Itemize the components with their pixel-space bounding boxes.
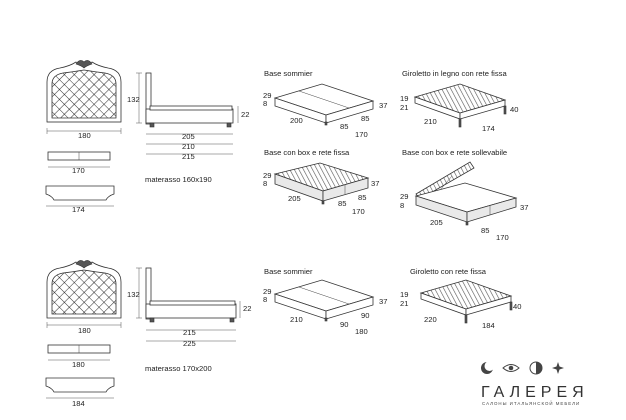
dim-len: 220 bbox=[424, 315, 437, 324]
dim-w1: 85 bbox=[340, 122, 348, 131]
dim-total: 170 bbox=[496, 233, 509, 242]
variant-base-sommier-2: Base sommier 29 8 37 210 90 90 180 bbox=[263, 267, 387, 336]
dim-h1: 29 bbox=[263, 171, 271, 180]
dim-h2: 8 bbox=[263, 179, 267, 188]
dim-total: 174 bbox=[482, 124, 495, 133]
dim-w1: 85 bbox=[481, 226, 489, 235]
side-len-b-label: 210 bbox=[182, 142, 195, 151]
side-height-label: 132 bbox=[127, 95, 140, 104]
dim-len: 205 bbox=[430, 218, 443, 227]
dim-len: 205 bbox=[288, 194, 301, 203]
moon-icon bbox=[481, 361, 495, 374]
dim-total: 180 bbox=[355, 327, 368, 336]
dim-total: 170 bbox=[352, 207, 365, 216]
logo-name: ГАЛЕРЕЯ bbox=[481, 384, 589, 401]
dim-h1: 29 bbox=[400, 192, 408, 201]
variant-title: Base con box e rete sollevabile bbox=[402, 148, 507, 157]
bed-side-view-1: 132 22 205 210 215 bbox=[127, 72, 249, 161]
variant-title: Base con box e rete fissa bbox=[264, 148, 350, 157]
dim-h3: 37 bbox=[371, 179, 379, 188]
dim-h2: 21 bbox=[400, 103, 408, 112]
footboard-width-label: 170 bbox=[72, 166, 85, 175]
dim-h2: 21 bbox=[400, 299, 408, 308]
side-height-label: 132 bbox=[127, 290, 140, 299]
dim-w2: 85 bbox=[358, 193, 366, 202]
footboard-width-label: 180 bbox=[72, 360, 85, 369]
side-len-b-label: 225 bbox=[183, 339, 196, 348]
front-width-label: 180 bbox=[78, 131, 91, 140]
footboard-top-view-1: 170 bbox=[47, 151, 111, 175]
dim-h2: 8 bbox=[400, 201, 404, 210]
footboard-top-view-2: 180 bbox=[47, 344, 111, 369]
dim-w1: 85 bbox=[338, 199, 346, 208]
dim-h1: 29 bbox=[263, 91, 271, 100]
eye-icon bbox=[502, 364, 520, 372]
base-width-label: 184 bbox=[72, 399, 85, 408]
mattress-size-label-1: materasso 160x190 bbox=[145, 175, 212, 184]
bed-side-view-2: 132 22 215 225 bbox=[127, 267, 251, 348]
variant-base-sommier-1: Base sommier 29 8 37 200 85 85 170 bbox=[263, 69, 387, 139]
base-front-view-1: 174 bbox=[45, 185, 115, 214]
dim-total: 170 bbox=[355, 130, 368, 139]
headboard-front-view-2: 180 bbox=[46, 260, 122, 335]
side-len-a-label: 205 bbox=[182, 132, 195, 141]
sun-icon bbox=[529, 361, 543, 375]
variant-title: Giroletto in legno con rete fissa bbox=[402, 69, 507, 78]
dim-h1: 29 bbox=[263, 287, 271, 296]
dim-w2: 90 bbox=[361, 311, 369, 320]
side-len-c-label: 215 bbox=[182, 152, 195, 161]
variant-box-rete-fissa-1: Base con box e rete fissa 29 8 37 205 85… bbox=[263, 148, 379, 216]
dim-h1: 19 bbox=[400, 94, 408, 103]
dim-h3: 40 bbox=[513, 302, 521, 311]
dim-h2: 8 bbox=[263, 295, 267, 304]
dim-total: 184 bbox=[482, 321, 495, 330]
variant-title: Base sommier bbox=[264, 267, 313, 276]
headboard-front-view-1: 180 bbox=[46, 60, 122, 140]
dim-h3: 37 bbox=[379, 297, 387, 306]
side-low-label: 22 bbox=[243, 304, 251, 313]
galereya-logo: ГАЛЕРЕЯ САЛОНЫ ИТАЛЬЯНСКОЙ МЕБЕЛИ bbox=[481, 361, 589, 406]
variant-giroletto-2: Giroletto con rete fissa 19 21 40 220 18… bbox=[400, 267, 521, 330]
variant-title: Giroletto con rete fissa bbox=[410, 267, 487, 276]
base-front-view-2: 184 bbox=[45, 377, 115, 408]
variant-box-rete-sollevabile-1: Base con box e rete sollevabile 29 8 37 … bbox=[400, 148, 528, 242]
dim-h3: 37 bbox=[520, 203, 528, 212]
dim-len: 210 bbox=[424, 117, 437, 126]
variant-giroletto-legno-1: Giroletto in legno con rete fissa 19 21 … bbox=[400, 69, 518, 133]
side-low-label: 22 bbox=[241, 110, 249, 119]
dim-len: 200 bbox=[290, 116, 303, 125]
front-width-label: 180 bbox=[78, 326, 91, 335]
mattress-size-label-2: materasso 170x200 bbox=[145, 364, 212, 373]
star-icon bbox=[552, 362, 564, 374]
side-len-a-label: 215 bbox=[183, 328, 196, 337]
dim-h1: 19 bbox=[400, 290, 408, 299]
dim-w1: 90 bbox=[340, 320, 348, 329]
dim-h3: 37 bbox=[379, 101, 387, 110]
dim-w2: 85 bbox=[361, 114, 369, 123]
dim-len: 210 bbox=[290, 315, 303, 324]
base-width-label: 174 bbox=[72, 205, 85, 214]
dim-h3: 40 bbox=[510, 105, 518, 114]
variant-title: Base sommier bbox=[264, 69, 313, 78]
dim-h2: 8 bbox=[263, 99, 267, 108]
logo-tagline: САЛОНЫ ИТАЛЬЯНСКОЙ МЕБЕЛИ bbox=[482, 401, 580, 406]
